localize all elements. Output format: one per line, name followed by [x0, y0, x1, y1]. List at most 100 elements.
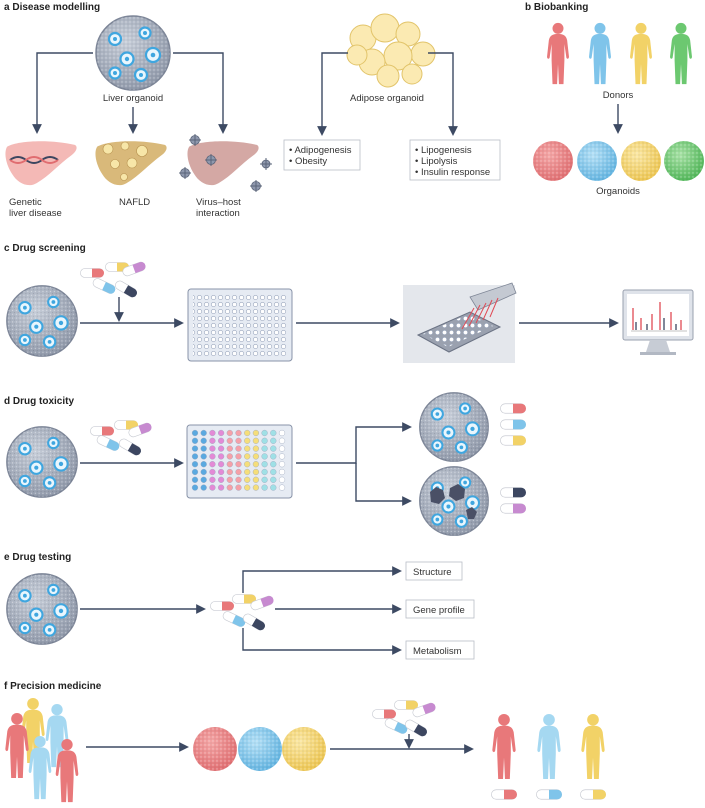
- plate-well: [252, 445, 260, 452]
- plate-well: [209, 429, 216, 437]
- plate-well: [244, 461, 251, 468]
- section-d-title: d Drug toxicity: [4, 396, 74, 407]
- genetic-liver-icon: [5, 141, 77, 186]
- capsules-icon: [80, 260, 147, 300]
- genetic-label-2: liver disease: [9, 208, 62, 219]
- arrow-to-lipogenesis: [428, 52, 458, 136]
- plate-well: [270, 453, 277, 460]
- plate-well: [226, 429, 233, 437]
- plate-well: [270, 476, 277, 483]
- plate-well: [218, 429, 225, 437]
- capsule-icon: [536, 789, 562, 800]
- plate-well: [226, 476, 233, 483]
- person-icon-yellow: [581, 713, 605, 780]
- nafld-liver-icon: [95, 141, 167, 186]
- plate-well: [218, 484, 225, 491]
- monitor-chart-icon: [622, 289, 694, 355]
- plate-well: [191, 437, 199, 444]
- patients-group-icon: [5, 697, 79, 803]
- plate-well: [244, 445, 251, 452]
- plate-well: [226, 437, 233, 444]
- plate-well: [261, 453, 268, 460]
- plate-well: [270, 445, 277, 452]
- plate-well: [200, 468, 207, 476]
- arrow-to-metabolism: [242, 628, 402, 655]
- metabolism-box: [405, 640, 475, 660]
- plate-well: [200, 476, 207, 483]
- nafld-label: NAFLD: [119, 197, 150, 208]
- plate-well: [191, 476, 199, 483]
- patient-organoids: [193, 727, 326, 771]
- plate-well: [244, 429, 251, 437]
- genetic-label-1: Genetic: [9, 197, 42, 208]
- plate-well: [278, 437, 286, 444]
- arrow-to-structure: [242, 566, 402, 593]
- plate-well: [252, 429, 260, 437]
- plate-well: [261, 429, 268, 437]
- plate-well: [278, 445, 286, 452]
- virus-label-2: interaction: [196, 208, 240, 219]
- plate-well: [261, 445, 268, 452]
- arrow-to-genetic: [32, 52, 93, 134]
- plate-well: [270, 484, 277, 491]
- plate-well: [235, 429, 242, 437]
- plate-well: [235, 445, 242, 452]
- adipose-left-box: [283, 139, 361, 171]
- plate-well: [252, 468, 260, 476]
- person-icon-red: [492, 713, 516, 780]
- plate-well: [235, 484, 242, 491]
- person-icon-yellow: [630, 22, 652, 85]
- plate-well: [226, 461, 233, 468]
- liver-organoid-label: Liver organoid: [103, 93, 163, 104]
- plate-well: [200, 429, 207, 437]
- structure-label: Structure: [413, 567, 452, 578]
- plate-reader-icon: [403, 282, 517, 363]
- donors-label: Donors: [603, 90, 634, 101]
- person-icon-blue: [589, 22, 611, 85]
- plate-well: [200, 445, 207, 452]
- plate-well: [209, 476, 216, 483]
- metabolism-label: Metabolism: [413, 646, 462, 657]
- plate-well: [191, 461, 199, 468]
- plate-well: [218, 445, 225, 452]
- gene-profile-label: Gene profile: [413, 605, 465, 616]
- plate-well: [218, 453, 225, 460]
- organoids-label: Organoids: [596, 186, 640, 197]
- adipose-right-box: [409, 139, 501, 181]
- well-plate-icon: [187, 288, 293, 362]
- plate-well: [261, 461, 268, 468]
- plate-well: [270, 468, 277, 476]
- plate-well: [278, 484, 286, 491]
- adipose-organoid-icon: [346, 13, 436, 88]
- capsules-icon: [500, 403, 526, 446]
- section-e-title: e Drug testing: [4, 552, 71, 563]
- arrow-to-virus: [173, 52, 228, 134]
- plate-well: [226, 445, 233, 452]
- plate-well: [252, 476, 260, 483]
- plate-well: [261, 484, 268, 491]
- plate-well: [209, 461, 216, 468]
- plate-well: [191, 453, 199, 460]
- plate-well: [278, 476, 286, 483]
- plate-well: [218, 476, 225, 483]
- section-f-title: f Precision medicine: [4, 681, 102, 692]
- gene-profile-box: [405, 599, 475, 619]
- plate-well: [200, 484, 207, 491]
- plate-well: [209, 484, 216, 491]
- section-c-title: c Drug screening: [4, 243, 86, 254]
- healthy-organoid-icon: [418, 391, 490, 463]
- organoid-icon: [5, 572, 79, 646]
- plate-well: [261, 476, 268, 483]
- plate-well: [261, 468, 268, 476]
- plate-well: [235, 476, 242, 483]
- organoid-icon: [5, 284, 79, 358]
- plate-well: [226, 468, 233, 476]
- plate-well: [209, 468, 216, 476]
- liver-organoid-icon: [94, 14, 172, 92]
- plate-well: [209, 445, 216, 452]
- section-a-title: a Disease modelling: [4, 2, 100, 13]
- plate-well: [252, 437, 260, 444]
- person-icon-blue: [537, 713, 561, 780]
- plate-well: [278, 429, 286, 437]
- plate-well: [191, 429, 199, 437]
